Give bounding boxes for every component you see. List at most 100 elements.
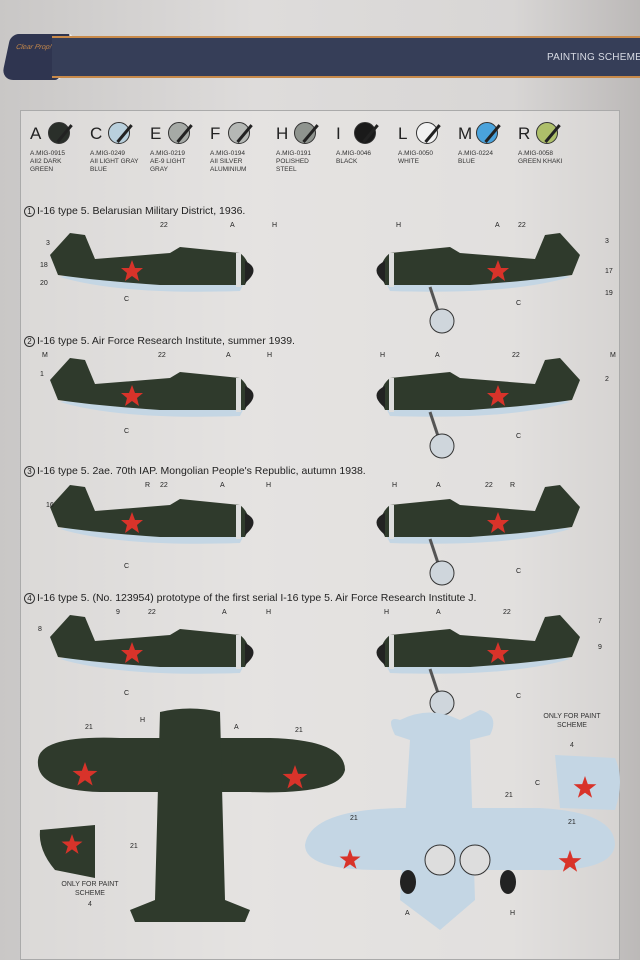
callout-label: A <box>230 222 235 229</box>
wheel <box>429 308 455 334</box>
callout-label: M <box>42 352 48 359</box>
callout-label: 22 <box>160 222 168 229</box>
paint-code-number: A.MIG-0249 <box>90 150 126 157</box>
aircraft-side-profile <box>50 233 254 292</box>
callout-label: 8 <box>38 626 42 633</box>
fuselage <box>381 358 580 410</box>
scheme-title: I-16 type 5. 2ae. 70th IAP. Mongolian Pe… <box>37 465 366 477</box>
callout-label: C <box>124 296 130 303</box>
fuselage <box>50 233 249 285</box>
callout-label: C <box>124 690 130 697</box>
page-title: PAINTING SCHEME <box>546 52 640 63</box>
paint-name: GREEN KHAKI <box>518 158 563 165</box>
callout-label: C <box>516 693 522 700</box>
callout-label: C <box>516 433 522 440</box>
scheme-number: 3 <box>24 466 35 477</box>
callout-label: 3 <box>605 238 609 245</box>
spinner <box>376 386 385 408</box>
star-insignia <box>121 512 143 533</box>
spinner <box>245 513 254 535</box>
callout-label: 7 <box>598 618 602 625</box>
scheme-title: I-16 type 5. Air Force Research Institut… <box>37 335 295 347</box>
paint-letter: R <box>518 124 531 143</box>
callout-label: 1 <box>40 371 44 378</box>
star-insignia <box>121 642 143 663</box>
paint-scheme-note: ONLY FOR PAINT SCHEME <box>543 713 601 729</box>
callout-label: 9 <box>116 609 120 616</box>
aircraft-side-profile <box>376 615 580 716</box>
paint-code-number: A.MIG-0191 <box>276 150 312 157</box>
header-banner: PAINTING SCHEME <box>52 36 640 78</box>
paint-code-number: A.MIG-0219 <box>150 150 186 157</box>
callout-label: H <box>510 910 516 917</box>
callout-label: 17 <box>605 268 613 275</box>
paint-letter: C <box>90 124 103 143</box>
fuselage <box>381 485 580 537</box>
cowling-ring <box>389 635 394 669</box>
aircraft-side-profile <box>376 358 580 459</box>
callout-label: 22 <box>148 609 156 616</box>
callout-label: H <box>392 482 398 489</box>
callout-label: 22 <box>512 352 520 359</box>
spinner <box>376 261 385 283</box>
callout-label: C <box>516 568 522 575</box>
callout-label: 20 <box>40 280 48 287</box>
callout-label: 9 <box>598 644 602 651</box>
callout-label: C <box>124 428 130 435</box>
paint-color-dot <box>168 122 190 144</box>
paint-color-dot <box>354 122 376 144</box>
callout-label: 21 <box>85 724 93 731</box>
star-insignia <box>121 385 143 406</box>
paint-code-number: A.MIG-0046 <box>336 150 372 157</box>
callout-label: A <box>435 352 440 359</box>
star-insignia <box>61 834 83 854</box>
wheel <box>429 560 455 586</box>
paint-color-dot <box>416 122 438 144</box>
paint-name: WHITE <box>398 158 419 165</box>
callout-label: H <box>267 352 273 359</box>
paint-scheme-note: ONLY FOR PAINT SCHEME <box>61 881 119 897</box>
cowling-ring <box>389 378 394 412</box>
spinner <box>376 643 385 665</box>
callout-label: A <box>234 724 239 731</box>
paint-letter: L <box>398 124 408 143</box>
paint-code-number: A.MIG-0194 <box>210 150 246 157</box>
paint-scheme-note-number: 4 <box>570 742 574 749</box>
paint-name: AII2 DARK GREEN <box>30 158 62 173</box>
aircraft-side-profile <box>376 485 580 586</box>
wheel <box>500 870 516 894</box>
fuselage <box>50 615 249 667</box>
callout-label: 21 <box>505 792 513 799</box>
star-insignia <box>487 512 509 533</box>
scheme-title: I-16 type 5. Belarusian Military Distric… <box>37 205 246 217</box>
spinner <box>376 513 385 535</box>
callout-label: H <box>272 222 278 229</box>
scheme-number: 2 <box>24 336 35 347</box>
paint-letter: H <box>276 124 289 143</box>
callout-label: R <box>510 482 516 489</box>
callout-label: A <box>222 609 227 616</box>
paint-scheme-note-number: 4 <box>88 901 92 908</box>
spinner <box>245 386 254 408</box>
callout-label: 21 <box>130 843 138 850</box>
star-insignia <box>72 762 98 786</box>
star-insignia <box>487 642 509 663</box>
paint-name: BLUE <box>458 158 475 165</box>
callout-label: 18 <box>40 262 48 269</box>
